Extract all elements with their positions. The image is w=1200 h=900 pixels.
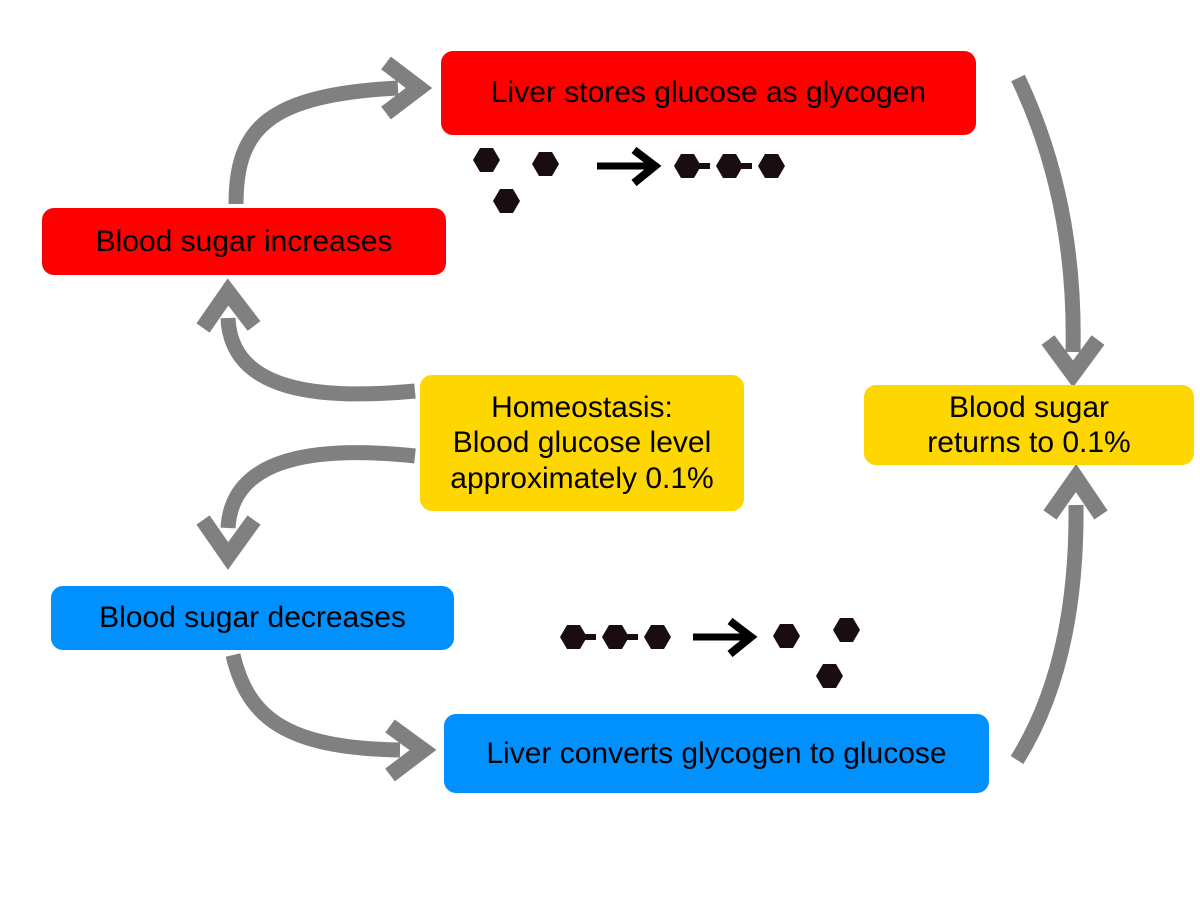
connector-liver-stores-to-returns	[1011, 74, 1081, 353]
node-blood-sugar-increases[interactable]: Blood sugar increases	[42, 208, 446, 275]
connector-liver-stores-to-returns-head	[1041, 335, 1105, 388]
molecule-top-reaction	[473, 146, 785, 213]
connector-liver-converts-to-returns-head	[1043, 463, 1108, 520]
connector-sugar-decreases-to-liver-converts-head	[385, 719, 437, 782]
connector-liver-converts-to-returns	[1010, 504, 1084, 764]
glucose-hexagon-icon	[816, 664, 843, 688]
reaction-arrow-icon	[597, 146, 662, 187]
connector-sugar-increases-to-liver-stores	[228, 80, 399, 205]
glucose-hexagon-icon	[773, 624, 800, 648]
reaction-arrow-icon	[693, 617, 758, 658]
glycogen-chain-icon	[674, 154, 785, 178]
node-blood-sugar-returns[interactable]: Blood sugar returns to 0.1%	[864, 385, 1194, 465]
glucose-hexagon-icon	[532, 152, 559, 176]
node-liver-converts-glycogen[interactable]: Liver converts glycogen to glucose	[444, 714, 989, 793]
connector-sugar-increases-to-liver-stores-head	[381, 56, 433, 120]
node-liver-stores-glucose[interactable]: Liver stores glucose as glycogen	[441, 51, 976, 135]
connector-sugar-decreases-to-liver-converts	[225, 653, 401, 758]
glucose-hexagon-icon	[473, 148, 500, 172]
connector-homeostasis-to-sugar-increases-head	[196, 278, 261, 333]
connector-homeostasis-to-sugar-decreases-head	[196, 515, 261, 570]
glycogen-chain-icon	[560, 625, 671, 649]
glucose-hexagon-icon	[493, 189, 520, 213]
molecule-bottom-reaction	[560, 617, 860, 688]
node-blood-sugar-decreases[interactable]: Blood sugar decreases	[51, 586, 454, 650]
connector-homeostasis-to-sugar-increases	[220, 317, 416, 402]
node-homeostasis-set-point[interactable]: Homeostasis: Blood glucose level approxi…	[420, 375, 744, 511]
connector-homeostasis-to-sugar-decreases	[220, 445, 416, 529]
glucose-hexagon-icon	[833, 618, 860, 642]
